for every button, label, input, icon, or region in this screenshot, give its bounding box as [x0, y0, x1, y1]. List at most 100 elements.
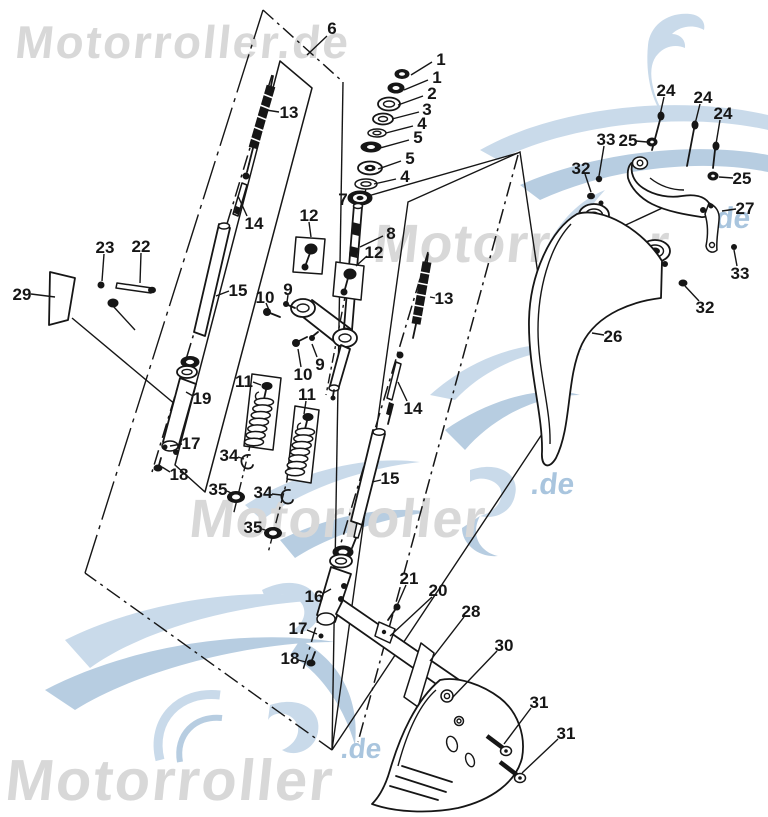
lower-fork-bridge [263, 298, 358, 401]
watermark-center-de: .de [529, 468, 576, 501]
part-label-10: 10 [256, 288, 275, 307]
part-label-19: 19 [193, 389, 212, 408]
part-label-14: 14 [404, 399, 423, 418]
logo-swoosh-bottom-left [45, 582, 356, 763]
leader-line-6 [306, 35, 328, 56]
leader-line-18 [297, 659, 307, 663]
leader-line-16 [321, 588, 332, 595]
parts-22-23 [97, 281, 156, 308]
logo-swoosh-top-right [647, 13, 705, 123]
part-label-24: 24 [657, 81, 676, 100]
part-label-21: 21 [400, 569, 419, 588]
part-label-12: 12 [300, 206, 319, 225]
leader-line-25 [635, 140, 648, 143]
nut-33-left [595, 175, 603, 183]
leader-line-33 [733, 249, 738, 267]
leader-line-9 [311, 343, 318, 358]
box-left-inner [174, 60, 313, 493]
part-label-17: 17 [182, 434, 201, 453]
part-label-2: 2 [427, 84, 436, 103]
leader-line-4 [385, 125, 414, 134]
reflector-29 [48, 271, 76, 326]
leader-line-1 [410, 61, 433, 76]
leader-line-1 [403, 79, 429, 91]
watermark-bottom-left: Motorroller [3, 748, 338, 813]
part-label-29: 29 [13, 285, 32, 304]
part-label-32: 32 [696, 298, 715, 317]
leader-line-13 [265, 109, 280, 113]
part-label-16: 16 [305, 587, 324, 606]
leader-line-14 [237, 195, 248, 217]
part-label-25: 25 [733, 169, 752, 188]
leader-line-7 [348, 197, 353, 200]
part-label-24: 24 [694, 88, 713, 107]
part-label-4: 4 [417, 114, 427, 133]
leader-line-17 [169, 443, 183, 447]
leader-line-32 [584, 173, 592, 193]
leader-line-3 [391, 111, 420, 120]
leader-line-25 [718, 176, 734, 179]
part-label-5: 5 [405, 149, 414, 168]
nut-32-left [587, 192, 595, 200]
front-fender [528, 211, 663, 467]
part-label-12: 12 [365, 243, 384, 262]
leader-line-12 [308, 221, 312, 238]
leader-line-31 [503, 707, 532, 745]
watermark-top-left: Motorroller.de [13, 16, 353, 68]
part-label-34: 34 [254, 483, 273, 502]
leader-line-29 [30, 293, 56, 298]
bolt-33-right [731, 244, 737, 250]
part-label-18: 18 [170, 465, 189, 484]
part-label-9: 9 [315, 355, 324, 374]
part-label-10: 10 [294, 365, 313, 384]
leader-line-21 [395, 584, 407, 609]
leader-line-11 [303, 400, 307, 415]
part-label-13: 13 [435, 289, 454, 308]
leader-line-18 [161, 466, 171, 473]
leader-line-15 [215, 290, 230, 297]
part-label-24: 24 [714, 104, 733, 123]
leader-line-26 [591, 332, 605, 336]
part-label-4: 4 [400, 167, 410, 186]
bolt-kit-boxes-12 [292, 236, 365, 301]
part-label-15: 15 [229, 281, 248, 300]
lower-tube-16 [316, 566, 352, 623]
part-label-7: 7 [338, 190, 347, 209]
leader-line-15 [371, 479, 382, 483]
leader-line-4 [373, 178, 397, 185]
part-label-15: 15 [381, 469, 400, 488]
part-label-9: 9 [283, 280, 292, 299]
part-label-11: 11 [235, 372, 253, 391]
leader-line-20 [389, 596, 433, 637]
part-label-22: 22 [132, 237, 151, 256]
nut-32-right [678, 279, 688, 287]
part-label-14: 14 [245, 214, 264, 233]
part-label-33: 33 [731, 264, 750, 283]
leader-line-14 [397, 381, 408, 402]
part-label-17: 17 [289, 619, 308, 638]
part-label-11: 11 [298, 385, 316, 404]
part-label-23: 23 [96, 238, 115, 257]
part-label-35: 35 [209, 480, 228, 499]
leader-line-34 [237, 456, 245, 460]
leader-line-22 [139, 252, 142, 284]
part-label-31: 31 [557, 724, 576, 743]
leader-line-31 [521, 738, 559, 774]
leader-line-19 [185, 391, 194, 397]
bolt-31-upper [485, 734, 513, 757]
leader-line-35 [226, 490, 234, 495]
right-fork-column [306, 253, 432, 667]
leader-line-10 [297, 348, 302, 368]
leader-line-5 [377, 160, 402, 170]
leader-line-24 [694, 103, 701, 125]
part-label-26: 26 [604, 327, 623, 346]
leader-line-28 [429, 616, 465, 662]
leader-line-8 [359, 235, 384, 248]
part-label-33: 33 [597, 130, 616, 149]
leader-line-35 [261, 528, 269, 532]
disc-guard [371, 678, 527, 813]
part-label-6: 6 [327, 19, 336, 38]
part-label-27: 27 [736, 199, 755, 218]
